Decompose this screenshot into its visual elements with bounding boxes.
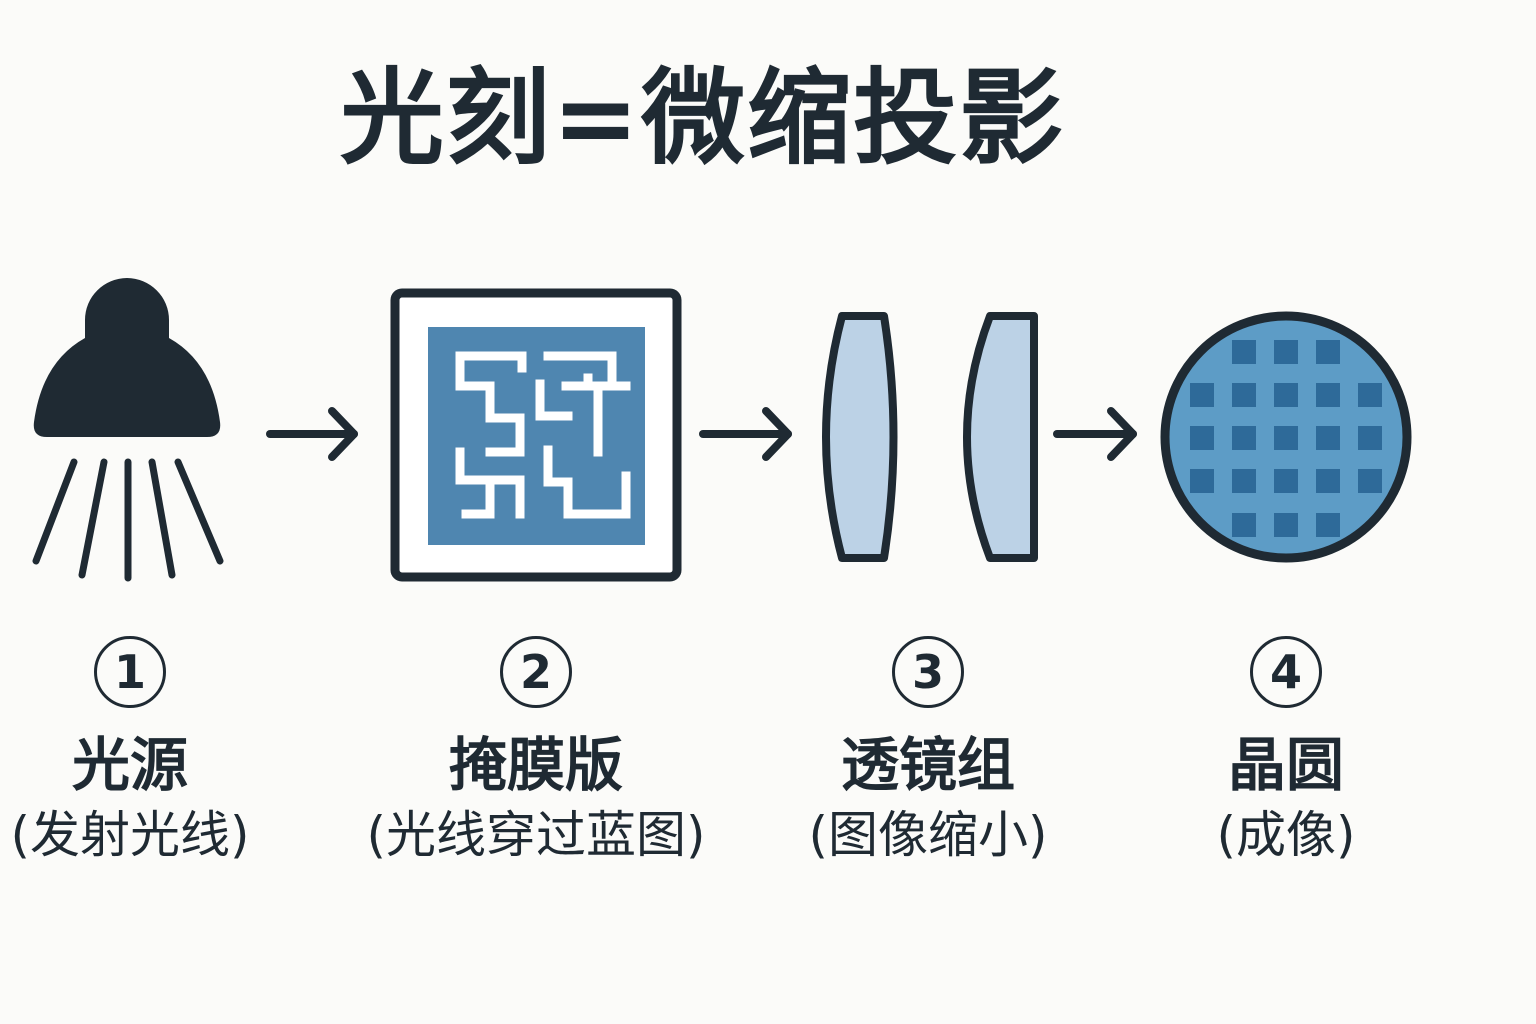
step-description: (成像) (1216, 805, 1356, 864)
step-description: (发射光线) (10, 805, 250, 864)
step-number: 4 (1250, 636, 1322, 708)
wafer-die (1316, 469, 1340, 493)
wafer-die (1232, 383, 1256, 407)
page-title: 光刻=微缩投影 (340, 57, 1066, 179)
wafer-die (1190, 469, 1214, 493)
wafer-die (1274, 513, 1298, 537)
wafer-die (1232, 469, 1256, 493)
step-name: 透镜组 (840, 731, 1015, 799)
step-name: 光源 (71, 731, 188, 799)
wafer-die (1190, 426, 1214, 450)
step-description: (光线穿过蓝图) (366, 805, 706, 864)
wafer-die (1316, 383, 1340, 407)
photomask-icon (390, 288, 682, 582)
arrow-right-icon (266, 407, 358, 461)
lens-icon (963, 312, 1038, 562)
wafer-die (1274, 469, 1298, 493)
wafer-die (1232, 513, 1256, 537)
wafer-die (1232, 426, 1256, 450)
wafer-die (1232, 340, 1256, 364)
wafer-die (1274, 426, 1298, 450)
wafer-die (1274, 340, 1298, 364)
step-number: 3 (892, 636, 964, 708)
step-number: 1 (94, 636, 166, 708)
lens-icon (822, 312, 898, 562)
arrow-right-icon (1053, 407, 1137, 461)
step-name: 掩膜版 (448, 731, 623, 799)
step-3: 3 透镜组 (图像缩小) (748, 636, 1108, 863)
wafer-die (1274, 383, 1298, 407)
step-name: 晶圆 (1227, 731, 1344, 799)
wafer-die (1358, 383, 1382, 407)
wafer-die (1190, 383, 1214, 407)
step-2: 2 掩膜版 (光线穿过蓝图) (356, 636, 716, 863)
wafer-die (1316, 340, 1340, 364)
step-1: 1 光源 (发射光线) (0, 636, 310, 863)
wafer-icon (1160, 311, 1412, 563)
arrow-right-icon (699, 407, 792, 461)
wafer-die (1358, 426, 1382, 450)
wafer-die (1316, 513, 1340, 537)
wafer-die (1316, 426, 1340, 450)
step-description: (图像缩小) (808, 805, 1048, 864)
step-number: 2 (500, 636, 572, 708)
wafer-die (1358, 469, 1382, 493)
step-4: 4 晶圆 (成像) (1106, 636, 1466, 863)
lamp-icon (32, 278, 224, 582)
